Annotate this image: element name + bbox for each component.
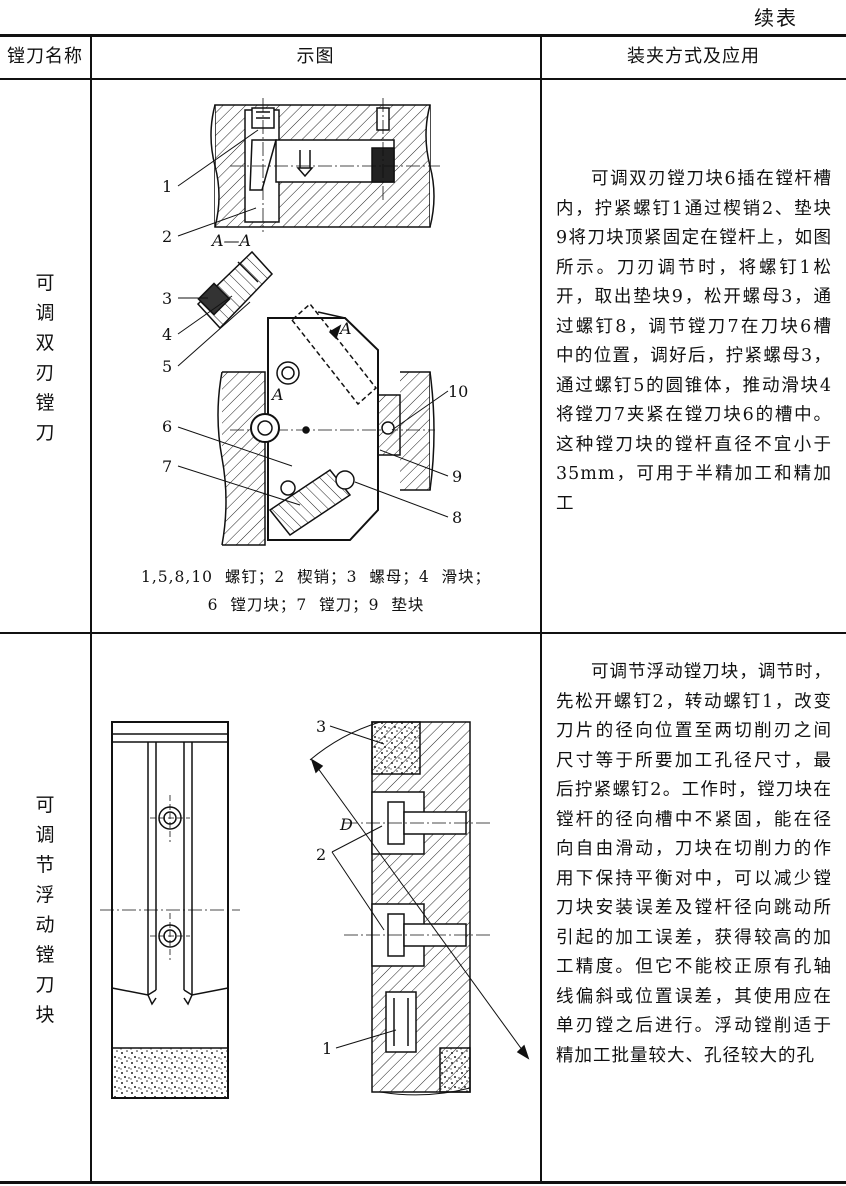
fig1-label-4: 4 xyxy=(162,325,172,344)
row2-name-char: 浮 xyxy=(35,884,55,906)
fig2-leader-lines xyxy=(329,725,397,1049)
fig1-label-1: 1 xyxy=(162,177,172,196)
fig1-arrow-a-left: A xyxy=(270,385,284,404)
column-divider-2 xyxy=(540,35,542,1183)
row-divider-rule xyxy=(0,632,846,634)
row1-name-char: 可 xyxy=(35,272,55,294)
row1-name-char: 双 xyxy=(35,332,55,354)
row1-tool-name: 可 调 双 刃 镗 刀 xyxy=(0,268,90,448)
fig2-label-3: 3 xyxy=(316,717,326,736)
fig1-label-8: 8 xyxy=(452,508,462,527)
fig1-label-2: 2 xyxy=(162,227,172,246)
header-bottom-rule xyxy=(0,78,846,80)
floating-block-front-view xyxy=(100,721,240,1099)
header-clamping-application: 装夹方式及应用 xyxy=(627,46,760,67)
row1-name-char: 刀 xyxy=(35,422,55,444)
section-a-a-view xyxy=(196,250,274,330)
fig1-arrow-a-right: A xyxy=(338,319,352,338)
floating-block-section-view xyxy=(309,721,530,1096)
double-edge-cutter-block xyxy=(217,302,435,546)
row2-name-char: 节 xyxy=(35,854,55,876)
row1-name-char: 刃 xyxy=(35,362,55,384)
row2-name-char: 动 xyxy=(35,914,55,936)
boring-bar-section-view xyxy=(210,98,440,232)
row1-caption-line2: 6 镗刀块；7 镗刀；9 垫块 xyxy=(207,596,425,614)
row1-name-char: 镗 xyxy=(35,392,55,414)
fig2-diameter-label: D xyxy=(339,815,353,834)
row1-description: 可调双刃镗刀块6插在镗杆槽内，拧紧螺钉1通过楔销2、垫块9将刀块顶紧固定在镗杆上… xyxy=(556,169,832,514)
fig1-label-5: 5 xyxy=(162,357,172,376)
row1-caption-line1: 1,5,8,10 螺钉；2 楔销；3 螺母；4 滑块； xyxy=(140,568,492,586)
fig1-label-3: 3 xyxy=(162,289,172,308)
row2-name-char: 刀 xyxy=(35,974,55,996)
row1-name-char: 调 xyxy=(35,302,55,324)
fig1-label-6: 6 xyxy=(162,417,172,436)
fig2-label-1: 1 xyxy=(322,1039,332,1058)
row2-name-char: 可 xyxy=(35,794,55,816)
header-tool-name: 镗刀名称 xyxy=(7,46,83,67)
row2-tool-name: 可 调 节 浮 动 镗 刀 块 xyxy=(0,790,90,1030)
fig1-leader-lines xyxy=(177,129,449,518)
header-diagram: 示图 xyxy=(296,46,335,67)
table-bottom-rule xyxy=(0,1181,846,1184)
fig1-section-label: A—A xyxy=(210,231,251,250)
column-divider-1 xyxy=(90,35,92,1183)
continued-label: 续表 xyxy=(754,6,798,30)
fig1-label-9: 9 xyxy=(452,467,462,486)
fig1-label-10: 10 xyxy=(448,382,468,401)
row2-name-char: 调 xyxy=(35,824,55,846)
table-top-rule xyxy=(0,34,846,37)
fig1-label-7: 7 xyxy=(162,457,172,476)
row2-name-char: 块 xyxy=(35,1004,55,1026)
fig2-label-2: 2 xyxy=(316,845,326,864)
row2-description: 可调节浮动镗刀块，调节时，先松开螺钉2，转动螺钉1，改变刀片的径向位置至两切削刃… xyxy=(556,662,832,1066)
row2-name-char: 镗 xyxy=(35,944,55,966)
